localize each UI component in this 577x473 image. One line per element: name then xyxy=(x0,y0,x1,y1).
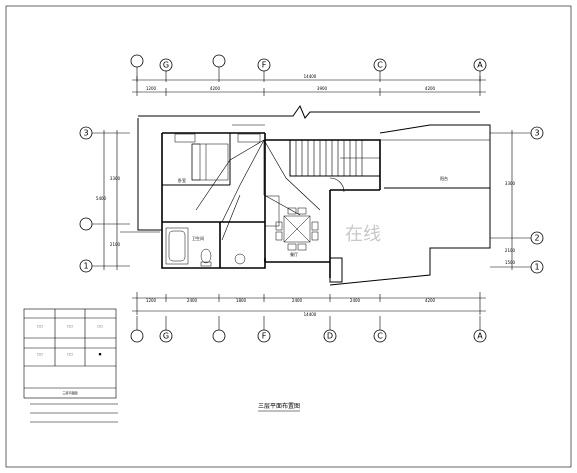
bathtub xyxy=(165,227,189,265)
left-axis-bubbles: 3 1 5400 3300 2100 xyxy=(79,126,130,273)
axis-bubble-bottom-2 xyxy=(212,329,226,343)
legend-symbol-4: □□ xyxy=(67,352,73,356)
bed xyxy=(191,143,229,181)
dim-bottom-2: 1800 xyxy=(236,298,247,303)
dim-top-3: 4200 xyxy=(425,86,436,91)
dim-right-1: 2100 xyxy=(505,248,516,253)
dim-right-2: 1500 xyxy=(505,260,516,265)
legend-symbol-5: ■ xyxy=(99,352,102,356)
axis-label-top-g: G xyxy=(163,61,169,70)
wiring xyxy=(120,124,321,241)
sink xyxy=(234,253,246,265)
dining-table xyxy=(275,207,319,251)
toilet xyxy=(200,248,212,264)
top-dimensions: 14400 1200 4200 3900 4200 xyxy=(132,74,486,96)
axis-bubble-top-1 xyxy=(159,58,173,72)
bottom-dimensions: 1200 2400 1800 2400 2400 4200 14400 xyxy=(132,292,486,317)
drawing-frame xyxy=(5,5,572,468)
axis-label-bottom-f: F xyxy=(262,332,267,341)
dim-bottom-3: 2400 xyxy=(292,298,303,303)
dim-top-2: 3900 xyxy=(317,86,328,91)
axis-bubble-top-3 xyxy=(257,58,271,72)
legend-table: □□ □□ □□ □□ □□ ■ 三层平面图 xyxy=(23,308,117,399)
dim-bottom-0: 1200 xyxy=(146,298,157,303)
room-label-dining: 餐厅 xyxy=(290,251,298,257)
dim-top-0: 1200 xyxy=(146,86,157,91)
axis-label-bottom-g: G xyxy=(163,332,169,341)
room-label-bedroom: 卧室 xyxy=(178,177,186,183)
room-label-bathroom: 卫生间 xyxy=(192,235,204,241)
furniture xyxy=(165,133,319,267)
axis-bubble-bottom-4 xyxy=(323,329,337,343)
bottom-axis-bubbles: G F D C A xyxy=(130,316,487,343)
dim-left-1: 3300 xyxy=(110,176,121,181)
legend-symbol-2: □□ xyxy=(97,324,103,328)
axis-label-top-f: F xyxy=(262,61,267,70)
axis-label-right-1: 1 xyxy=(534,263,539,272)
dim-left-0: 5400 xyxy=(96,196,107,201)
axis-bubble-bottom-1 xyxy=(159,329,173,343)
dim-bottom-total: 14400 xyxy=(304,312,317,317)
legend-footer: 三层平面图 xyxy=(62,390,77,395)
axis-label-bottom-c: C xyxy=(377,332,383,341)
interior-walls xyxy=(162,133,381,268)
axis-label-right-3: 3 xyxy=(534,129,539,138)
axis-bubble-bottom-0 xyxy=(130,329,144,343)
axis-bubble-left-mid xyxy=(79,217,93,231)
dim-bottom-1: 2400 xyxy=(187,298,198,303)
dim-top-total: 14400 xyxy=(304,74,317,79)
dim-bottom-5: 4200 xyxy=(425,298,436,303)
dim-bottom-4: 2400 xyxy=(350,298,361,303)
break-line xyxy=(138,104,480,119)
axis-label-right-2: 2 xyxy=(534,234,539,243)
axis-label-bottom-a: A xyxy=(477,332,483,341)
axis-label-bottom-d: D xyxy=(327,332,333,341)
dim-top-1: 4200 xyxy=(210,86,221,91)
legend-symbol-0: □□ xyxy=(37,324,43,328)
legend-symbol-1: □□ xyxy=(67,324,73,328)
axis-bubble-top-4 xyxy=(373,58,387,72)
axis-label-left-3: 3 xyxy=(83,129,88,138)
watermark-text: 在线 xyxy=(345,224,381,245)
legend-symbol-3: □□ xyxy=(37,352,43,356)
axis-label-top-a: A xyxy=(477,61,483,70)
dim-right-0: 3300 xyxy=(505,181,516,186)
room-label-balcony: 阳台 xyxy=(440,175,448,181)
dim-left-2: 2100 xyxy=(110,242,121,247)
drawing-title: 三层平面布置图 xyxy=(258,402,300,410)
axis-label-top-c: C xyxy=(377,61,383,70)
notes xyxy=(30,403,118,423)
axis-bubble-top-5 xyxy=(473,58,487,72)
axis-bubble-bottom-6 xyxy=(473,329,487,343)
axis-bubble-bottom-5 xyxy=(373,329,387,343)
axis-bubble-bottom-3 xyxy=(257,329,271,343)
axis-bubble-top-0 xyxy=(130,54,144,68)
axis-bubble-top-2 xyxy=(212,54,226,68)
axis-label-left-1: 1 xyxy=(83,262,88,271)
right-axis-bubbles: 3 2 1 3300 2100 1500 xyxy=(490,126,544,274)
